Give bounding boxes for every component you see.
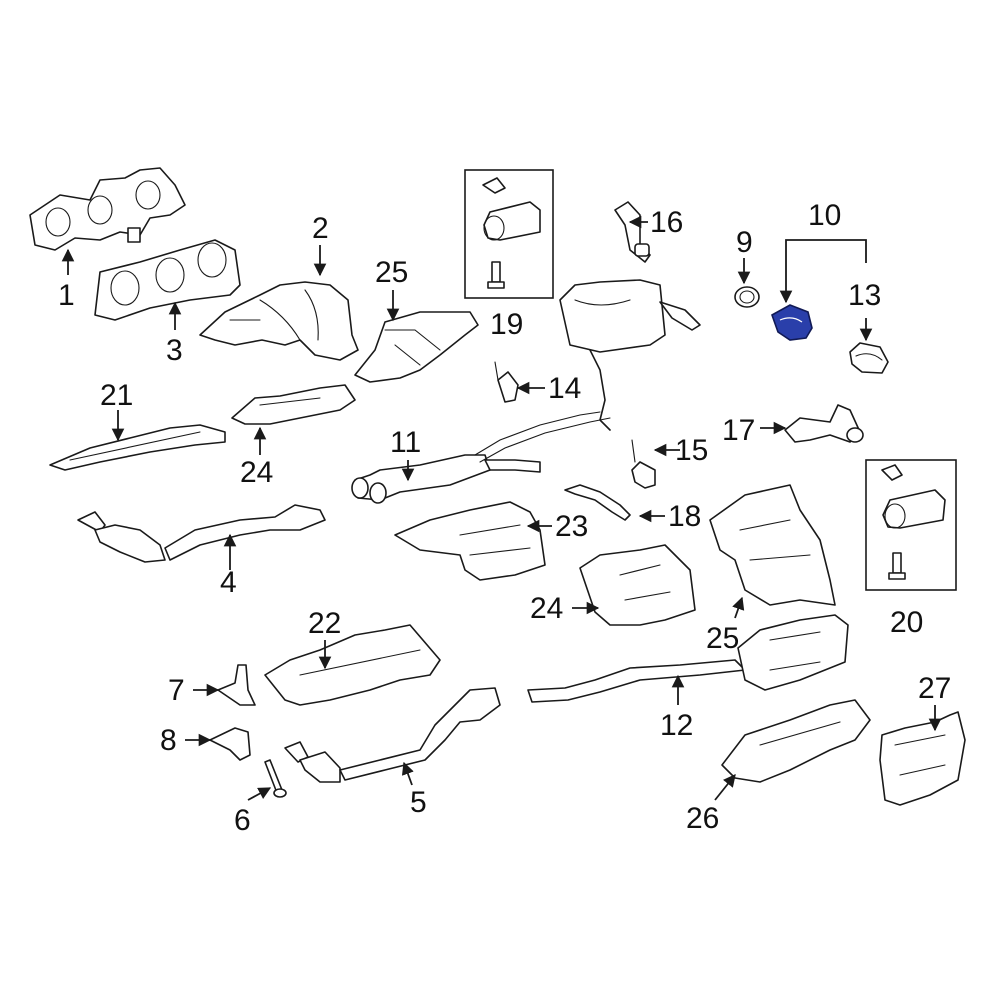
part-16-hanger-bracket[interactable] (614, 201, 651, 263)
callout-21: 21 (100, 379, 133, 412)
callout-13: 13 (848, 279, 881, 312)
callout-22: 22 (308, 607, 341, 640)
part-10-clamp-highlighted[interactable] (771, 304, 813, 341)
part-12-rear-pipe-muffler[interactable] (527, 614, 849, 703)
part-5-front-pipe-converter[interactable] (284, 687, 501, 783)
part-24-heat-shield-middle[interactable] (579, 544, 696, 626)
callout-25-lower: 25 (706, 622, 739, 655)
callout-7: 7 (168, 674, 185, 707)
callout-3: 3 (166, 334, 183, 367)
callout-18: 18 (668, 500, 701, 533)
callout-20: 20 (890, 606, 923, 639)
leader-lines (61, 215, 942, 801)
part-20-group-box[interactable] (865, 459, 957, 591)
part-27-heat-shield[interactable] (879, 711, 966, 806)
callout-24-upper: 24 (240, 456, 273, 489)
callout-4: 4 (220, 566, 237, 599)
callout-2: 2 (312, 212, 329, 245)
part-7-bracket[interactable] (217, 664, 256, 706)
callout-11: 11 (390, 426, 421, 459)
part-26-heat-shield[interactable] (721, 699, 871, 783)
part-2-exhaust-manifold[interactable] (199, 281, 359, 361)
callout-12: 12 (660, 709, 693, 742)
part-13-clamp[interactable] (849, 342, 889, 374)
callout-27: 27 (918, 672, 951, 705)
part-4-front-pipe-converter[interactable] (77, 504, 326, 563)
part-14-hanger[interactable] (494, 361, 519, 403)
rear-muffler-upper[interactable] (559, 279, 701, 431)
part-3-manifold-gasket[interactable] (94, 239, 241, 321)
part-8-bracket[interactable] (209, 727, 251, 761)
part-11-intermediate-pipe[interactable] (351, 411, 611, 504)
part-19-group-box[interactable] (464, 169, 554, 299)
part-18-pipe[interactable] (564, 484, 631, 521)
part-15-hanger[interactable] (631, 439, 656, 489)
part-17-sensor-bracket[interactable] (784, 404, 864, 443)
callout-26: 26 (686, 802, 719, 835)
part-24-heat-shield-upper[interactable] (231, 384, 356, 425)
callout-1: 1 (58, 279, 75, 312)
part-1-manifold-gasket[interactable] (29, 167, 186, 251)
callout-6: 6 (234, 804, 251, 837)
part-22-heat-shield[interactable] (264, 624, 441, 706)
callout-17: 17 (722, 414, 755, 447)
part-23-heat-shield[interactable] (394, 501, 546, 581)
part-21-heat-shield[interactable] (49, 424, 226, 471)
callout-16: 16 (650, 206, 683, 239)
part-9-gasket-ring[interactable] (734, 286, 760, 308)
part-6-bolt[interactable] (264, 759, 287, 798)
callout-23: 23 (555, 510, 588, 543)
callout-15: 15 (675, 434, 708, 467)
callout-24-middle: 24 (530, 592, 563, 625)
part-25-heat-shield-upper[interactable] (354, 311, 479, 383)
callout-10: 10 (808, 199, 841, 232)
callout-labels: 1 2 3 4 5 6 7 8 9 10 11 12 13 14 15 16 1… (58, 199, 951, 837)
callout-8: 8 (160, 724, 177, 757)
callout-5: 5 (410, 786, 427, 819)
callout-19: 19 (490, 308, 523, 341)
part-25-heat-shield-lower[interactable] (709, 484, 836, 606)
callout-9: 9 (736, 226, 753, 259)
callout-14: 14 (548, 372, 581, 405)
callout-25-upper: 25 (375, 256, 408, 289)
